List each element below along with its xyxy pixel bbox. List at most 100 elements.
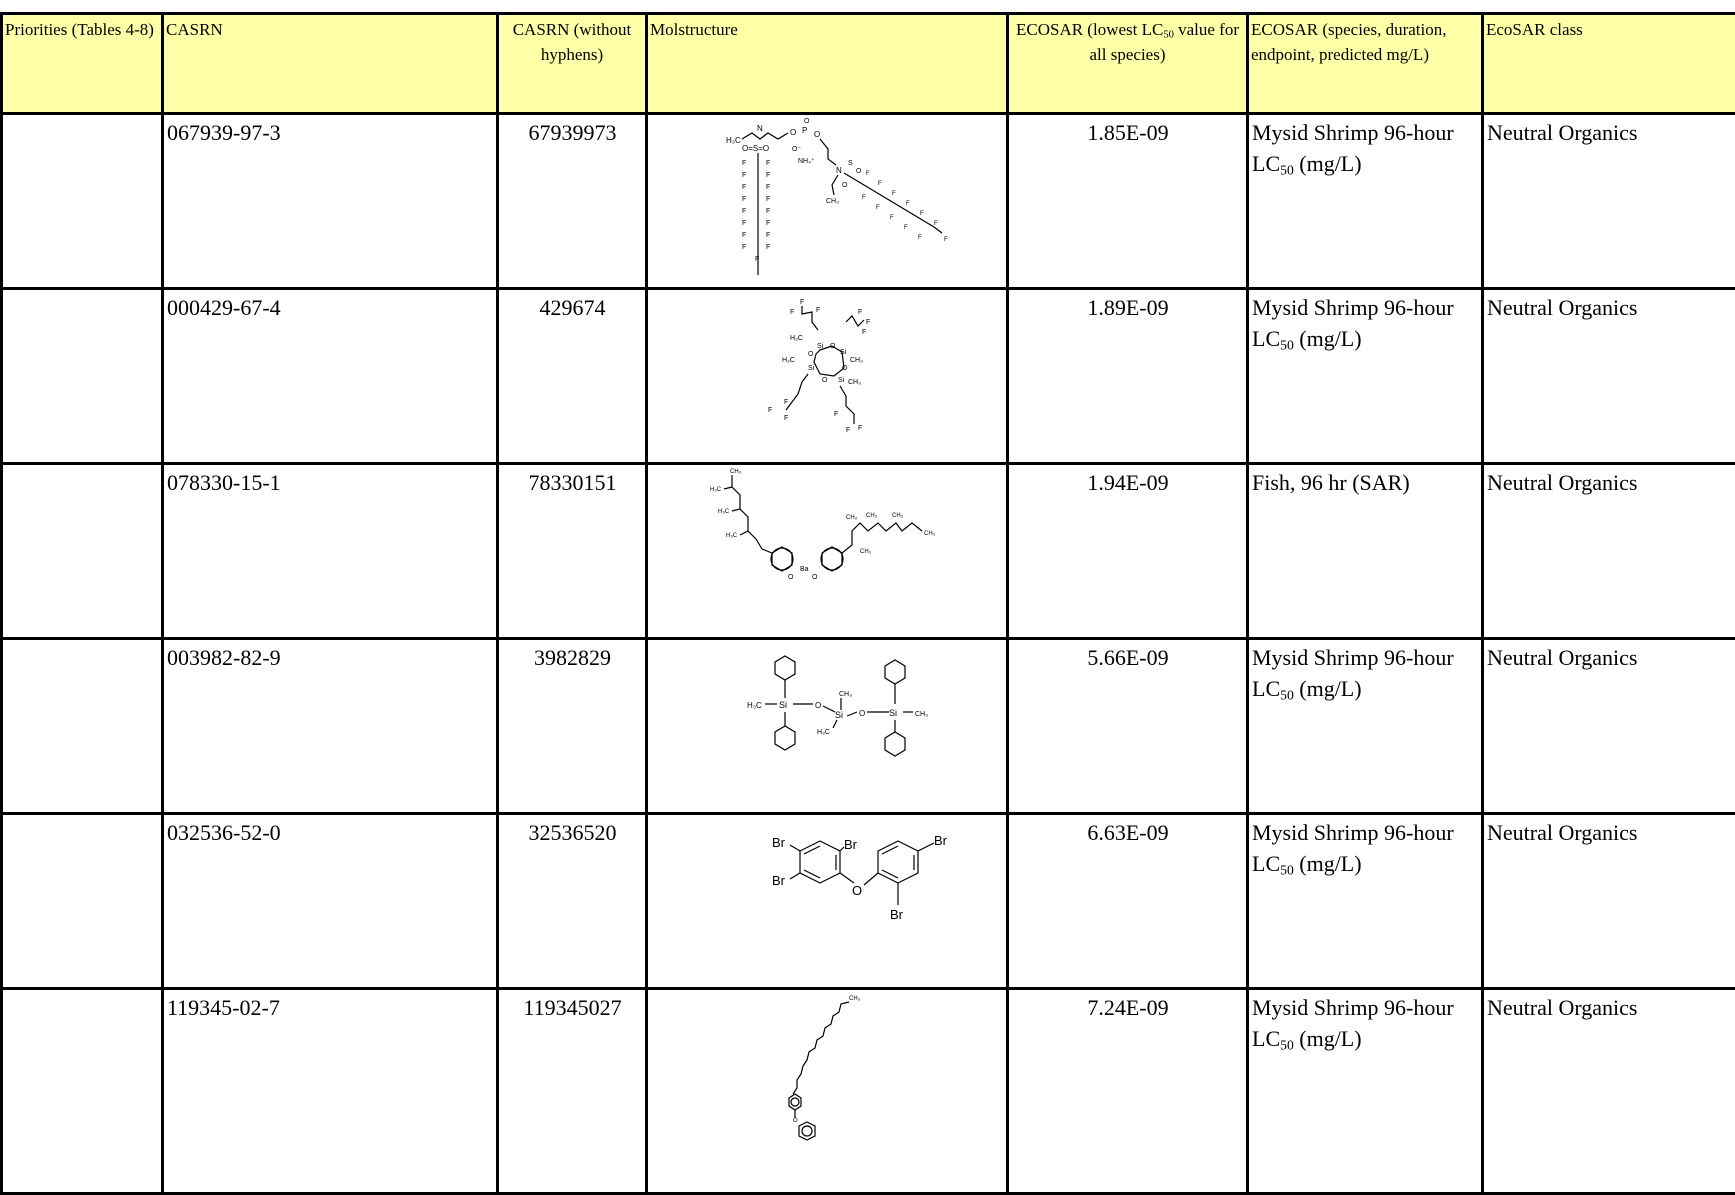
svg-text:O=S=O: O=S=O	[742, 144, 769, 153]
species-unit: (mg/L)	[1294, 151, 1362, 176]
table-row: 078330-15-1 78330151 CH₃ H₃C H₃C H₃C O B…	[2, 464, 1735, 639]
species-sub: 50	[1280, 687, 1294, 702]
molstructure-cell: Br Br Br O Br Br	[647, 814, 1008, 989]
svg-text:Si: Si	[808, 365, 815, 372]
svg-text:Br: Br	[844, 837, 858, 852]
svg-text:CH₃: CH₃	[924, 531, 936, 537]
table-row: 032536-52-0 32536520 Br Br Br O	[2, 814, 1735, 989]
svg-text:F: F	[784, 399, 788, 406]
svg-text:H₃C: H₃C	[747, 701, 762, 710]
svg-text:F: F	[846, 427, 850, 434]
svg-text:O: O	[790, 128, 796, 137]
species-cell: Mysid Shrimp 96-hour LC50 (mg/L)	[1248, 114, 1483, 289]
svg-text:CH₃: CH₃	[848, 379, 861, 386]
species-sub: 50	[1280, 1037, 1294, 1052]
class-cell: Neutral Organics	[1483, 639, 1735, 814]
hexadecyl-diphenyl-ether-structure-icon: CH₃ O	[767, 990, 887, 1155]
header-casrn: CASRN	[163, 14, 498, 114]
casrn-cell: 003982-82-9	[163, 639, 498, 814]
svg-text:F: F	[768, 407, 772, 414]
table-row: 067939-97-3 67939973 H₃C N O P O O O⁻ NH…	[2, 114, 1735, 289]
barium-phenolate-structure-icon: CH₃ H₃C H₃C H₃C O Ba O CH₃ CH₃ CH₃	[702, 465, 952, 595]
pentabromodiphenyl-ether-structure-icon: Br Br Br O Br Br	[702, 815, 952, 935]
header-molstructure: Molstructure	[647, 14, 1008, 114]
casrn-cell: 067939-97-3	[163, 114, 498, 289]
svg-text:F: F	[834, 411, 838, 418]
species-cell: Fish, 96 hr (SAR)	[1248, 464, 1483, 639]
svg-text:F: F	[862, 329, 866, 336]
trisiloxane-structure-icon: H₃C Si O Si CH₃ H₃C O Si CH₃	[717, 640, 937, 780]
priority-cell	[2, 989, 163, 1194]
svg-text:O: O	[788, 574, 794, 581]
svg-text:F: F	[742, 184, 746, 191]
svg-text:CH₃: CH₃	[730, 469, 742, 475]
svg-text:F: F	[858, 425, 862, 432]
class-cell: Neutral Organics	[1483, 814, 1735, 989]
species-sub: 50	[1280, 862, 1294, 877]
svg-text:Si: Si	[889, 708, 897, 718]
priority-cell	[2, 464, 163, 639]
svg-text:CH₃: CH₃	[846, 515, 858, 521]
svg-text:F: F	[742, 172, 746, 179]
class-cell: Neutral Organics	[1483, 289, 1735, 464]
svg-text:H₃C: H₃C	[790, 335, 803, 342]
svg-text:F: F	[766, 244, 770, 251]
species-cell: Mysid Shrimp 96-hour LC50 (mg/L)	[1248, 814, 1483, 989]
priority-cell	[2, 114, 163, 289]
lowest-lc50-cell: 1.94E-09	[1008, 464, 1248, 639]
species-cell: Mysid Shrimp 96-hour LC50 (mg/L)	[1248, 289, 1483, 464]
svg-text:F: F	[800, 299, 804, 306]
svg-text:N: N	[836, 166, 842, 175]
svg-text:H₃C: H₃C	[726, 136, 741, 145]
svg-text:N: N	[757, 124, 763, 133]
header-ecosar-lowest-pre: ECOSAR (lowest LC	[1016, 20, 1163, 39]
priority-cell	[2, 289, 163, 464]
header-ecosar-lowest: ECOSAR (lowest LC50 value for all specie…	[1008, 14, 1248, 114]
svg-text:O: O	[808, 351, 814, 358]
svg-text:Si: Si	[840, 349, 847, 356]
class-cell: Neutral Organics	[1483, 464, 1735, 639]
class-cell: Neutral Organics	[1483, 114, 1735, 289]
svg-text:O: O	[842, 182, 848, 189]
svg-text:F: F	[766, 160, 770, 167]
svg-text:O: O	[852, 883, 862, 898]
species-sub: 50	[1280, 337, 1294, 352]
svg-text:CH₃: CH₃	[826, 198, 839, 205]
molstructure-cell: CH₃ H₃C H₃C H₃C O Ba O CH₃ CH₃ CH₃	[647, 464, 1008, 639]
header-priorities: Priorities (Tables 4-8)	[2, 14, 163, 114]
species-unit: (mg/L)	[1294, 326, 1362, 351]
svg-text:CH₃: CH₃	[860, 549, 872, 555]
header-row: Priorities (Tables 4-8) CASRN CASRN (wit…	[2, 14, 1735, 114]
svg-text:F: F	[790, 309, 794, 316]
svg-text:CH₃: CH₃	[915, 711, 928, 718]
table-row: 003982-82-9 3982829 H₃C Si O Si CH₃ H₃C	[2, 639, 1735, 814]
svg-text:Br: Br	[890, 907, 904, 922]
svg-text:F: F	[742, 196, 746, 203]
casrn-nohyphen-cell: 78330151	[498, 464, 647, 639]
svg-text:O: O	[822, 377, 828, 384]
svg-text:F: F	[742, 232, 746, 239]
svg-text:F: F	[755, 256, 759, 263]
svg-text:F: F	[742, 160, 746, 167]
svg-text:F: F	[878, 181, 882, 187]
svg-text:Ba: Ba	[800, 566, 809, 573]
svg-text:Si: Si	[779, 700, 787, 710]
svg-text:F: F	[866, 319, 870, 326]
svg-text:F: F	[742, 244, 746, 251]
svg-text:O⁻: O⁻	[792, 146, 801, 153]
svg-text:Si: Si	[838, 377, 845, 384]
chemical-priority-table: Priorities (Tables 4-8) CASRN CASRN (wit…	[0, 12, 1735, 1195]
svg-text:CH₃: CH₃	[892, 513, 904, 519]
svg-text:Si: Si	[835, 710, 843, 720]
species-unit: (mg/L)	[1294, 1026, 1362, 1051]
svg-text:CH₃: CH₃	[866, 513, 878, 519]
svg-text:H₃C: H₃C	[817, 729, 830, 736]
svg-text:F: F	[742, 208, 746, 215]
svg-text:F: F	[766, 184, 770, 191]
svg-text:F: F	[816, 307, 820, 314]
svg-text:F: F	[890, 215, 894, 221]
svg-text:P: P	[802, 126, 807, 135]
